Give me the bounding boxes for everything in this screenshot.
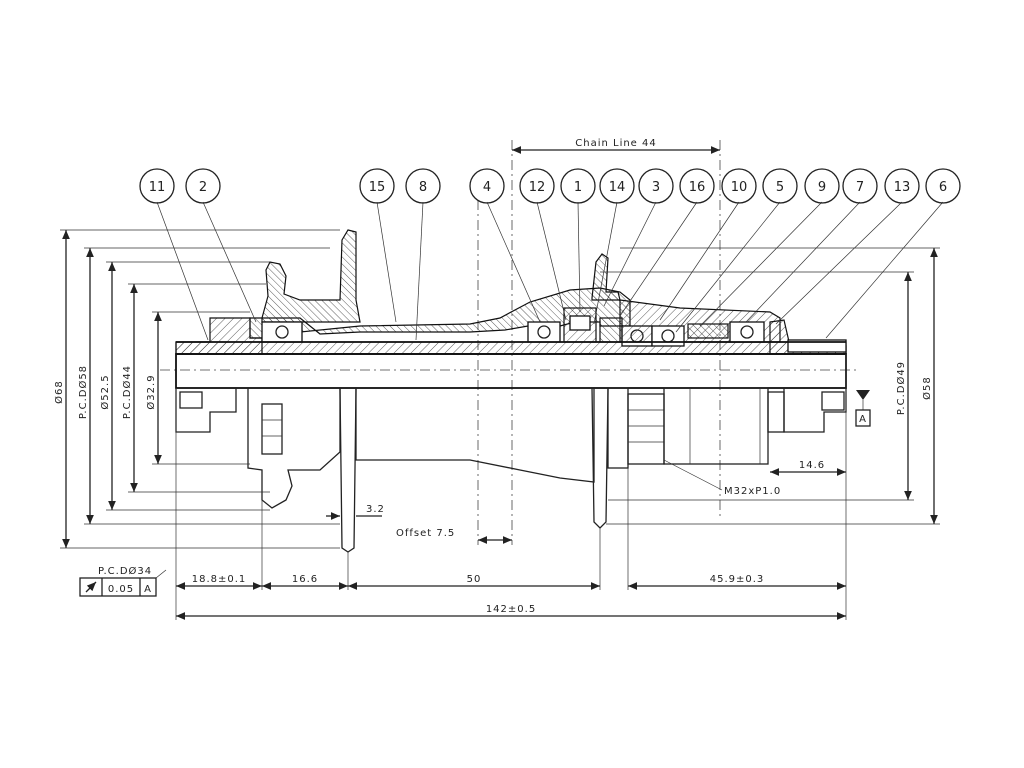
d68-label: Ø68: [53, 380, 65, 404]
balloon-13: 13: [884, 168, 920, 204]
balloon-2: 2: [185, 168, 221, 204]
svg-text:14: 14: [609, 180, 626, 195]
balloon-14: 14: [599, 168, 635, 204]
svg-text:3: 3: [652, 180, 660, 195]
svg-text:8: 8: [419, 180, 427, 195]
svg-text:9: 9: [818, 180, 826, 195]
pcd58-label: P.C.DØ58: [77, 365, 89, 419]
balloon-1: 1: [560, 168, 596, 204]
svg-text:15: 15: [369, 180, 386, 195]
balloons: 11 2 15 8 4 12 1 14 3 16 10 5 9 7 13 6: [139, 168, 961, 204]
balloon-5: 5: [762, 168, 798, 204]
balloon-10: 10: [721, 168, 757, 204]
svg-text:16: 16: [689, 180, 706, 195]
upper-section: [175, 229, 847, 355]
svg-text:11: 11: [149, 180, 166, 195]
balloon-6: 6: [925, 168, 961, 204]
svg-text:6: 6: [939, 180, 947, 195]
d52-5-label: Ø52.5: [99, 374, 111, 409]
tolerance-value: 0.05: [108, 584, 134, 595]
svg-text:10: 10: [731, 180, 748, 195]
svg-text:5: 5: [776, 180, 784, 195]
d18-8-label: 18.8±0.1: [192, 574, 247, 585]
pcd34-label: P.C.DØ34: [98, 565, 152, 577]
svg-text:2: 2: [199, 180, 207, 195]
d45-9-label: 45.9±0.3: [710, 574, 765, 585]
balloon-8: 8: [405, 168, 441, 204]
balloon-16: 16: [679, 168, 715, 204]
svg-text:4: 4: [483, 180, 491, 195]
dimension-lines: [60, 146, 940, 620]
lower-view: [175, 353, 847, 553]
pcd49-label: P.C.DØ49: [895, 361, 907, 415]
dimension-labels: Chain Line 44 Ø68 P.C.DØ58 Ø52.5 P.C.DØ4…: [53, 138, 933, 615]
d58-label: Ø58: [921, 376, 933, 400]
d50-label: 50: [467, 574, 482, 585]
svg-text:1: 1: [574, 180, 582, 195]
pcd44-label: P.C.DØ44: [121, 365, 133, 419]
offset-label: Offset 7.5: [396, 528, 455, 539]
balloon-3: 3: [638, 168, 674, 204]
balloon-leaders: [156, 201, 944, 341]
chain-line-label: Chain Line 44: [575, 138, 657, 149]
balloon-11: 11: [139, 168, 175, 204]
d3-2-label: 3.2: [366, 504, 385, 515]
svg-text:12: 12: [529, 180, 546, 195]
balloon-12: 12: [519, 168, 555, 204]
balloon-15: 15: [359, 168, 395, 204]
datum-label: A: [859, 414, 867, 425]
thread-label: M32xP1.0: [724, 486, 781, 497]
tolerance-datum: A: [144, 584, 152, 595]
balloon-9: 9: [804, 168, 840, 204]
svg-text:7: 7: [856, 180, 864, 195]
d14-6-label: 14.6: [799, 460, 825, 471]
balloon-7: 7: [842, 168, 878, 204]
svg-text:13: 13: [894, 180, 911, 195]
balloon-4: 4: [469, 168, 505, 204]
d142-label: 142±0.5: [486, 604, 536, 615]
d32-9-label: Ø32.9: [145, 374, 157, 409]
d16-6-label: 16.6: [292, 574, 318, 585]
